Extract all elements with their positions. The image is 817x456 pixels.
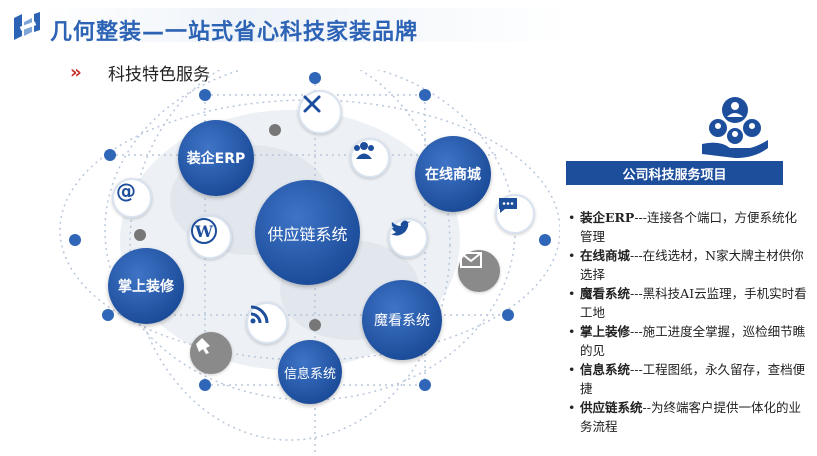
chat-icon [495,194,535,234]
list-item: 供应链系统--为终端客户提供一体化的业务流程 [568,398,808,436]
rss-icon [246,302,288,344]
node-palm-decor-label: 掌上装修 [118,279,174,295]
list-item: 掌上装修---施工进度全掌握，巡检细节瞧的见 [568,322,808,360]
service-term: 装企ERP [580,210,635,225]
node-magic-view-label: 魔看系统 [374,313,430,329]
node-online-mall: 在线商城 [415,136,491,212]
header: 几何整装—一站式省心科技家装品牌 [0,0,817,50]
service-term: 信息系统 [580,362,631,377]
tools-icon [298,90,342,134]
service-term: 魔看系统 [580,286,631,301]
service-desc: ---工程图纸，永久留存，查档便捷 [580,362,806,396]
service-desc: ---连接各个端口，方便系统化管理 [580,210,797,244]
node-erp: 装企ERP [178,120,254,196]
service-desc: ---在线选材，N家大牌主材供你选择 [580,248,804,282]
pointer-icon [190,332,232,374]
node-supply-chain-label: 供应链系统 [267,224,348,244]
service-desc: ---黑科技AI云监理，手机实时看工地 [580,286,807,320]
page-title: 几何整装—一站式省心科技家装品牌 [50,20,419,45]
wordpress-icon: W [188,215,232,259]
service-term: 掌上装修 [580,324,631,339]
service-network-diagram: 供应链系统 装企ERP 在线商城 掌上装修 魔看系统 信息系统 @ W [0,70,560,456]
service-desc: ---施工进度全掌握，巡检细节瞧的见 [580,324,806,358]
node-info-system: 信息系统 [278,340,342,404]
service-term: 在线商城 [580,248,631,263]
service-items-list: 装企ERP---连接各个端口，方便系统化管理 在线商城---在线选材，N家大牌主… [568,208,808,436]
service-term: 供应链系统 [580,400,643,415]
section-title: 科技特色服务 [108,65,210,85]
section-arrow-icon: ›› [70,62,82,83]
service-items-bar: 公司科技服务项目 [566,161,783,185]
list-item: 装企ERP---连接各个端口，方便系统化管理 [568,208,808,246]
node-magic-view: 魔看系统 [362,280,442,360]
twitter-icon [388,218,428,258]
list-item: 魔看系统---黑科技AI云监理，手机实时看工地 [568,284,808,322]
service-items-bar-label: 公司科技服务项目 [622,167,727,183]
mail-icon [458,250,500,292]
svg-text:W: W [194,222,214,241]
node-supply-chain: 供应链系统 [255,180,360,285]
users-icon [350,138,390,178]
list-item: 信息系统---工程图纸，永久留存，查档便捷 [568,360,808,398]
node-online-mall-label: 在线商城 [425,167,481,183]
list-item: 在线商城---在线选材，N家大牌主材供你选择 [568,246,808,284]
node-erp-label: 装企ERP [186,151,246,167]
svg-text:@: @ [116,180,136,203]
at-icon: @ [112,178,152,218]
tech-service-icon [702,97,768,158]
brand-logo-icon [14,12,40,40]
header-band [0,8,817,42]
service-desc: --为终端客户提供一体化的业务流程 [580,400,801,434]
node-palm-decor: 掌上装修 [108,248,184,324]
node-info-system-label: 信息系统 [283,366,336,382]
